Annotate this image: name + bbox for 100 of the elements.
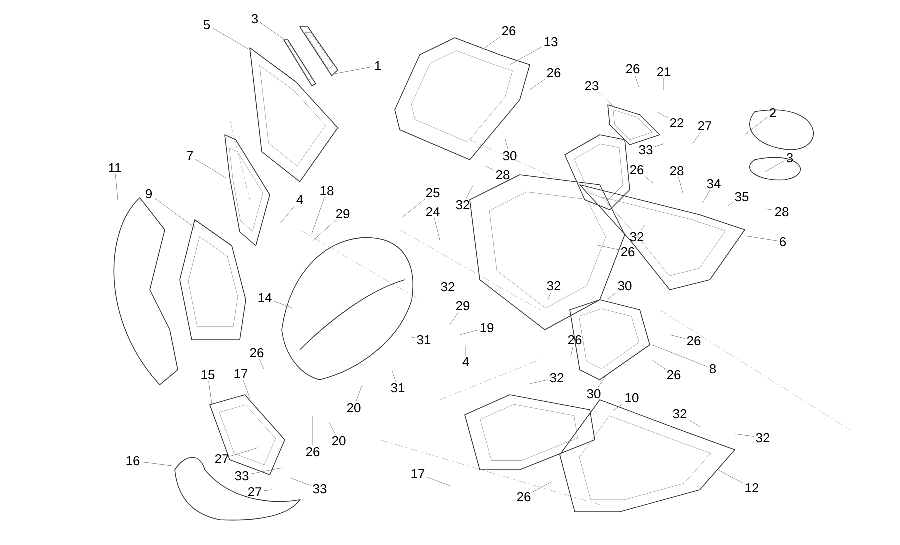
leader-line [402,199,426,218]
callout-number: 33 [313,484,327,494]
callout-number: 2 [770,108,776,118]
leader-line [532,482,552,492]
callout-number: 30 [503,151,517,161]
leader-line [652,360,666,370]
leader-line [392,370,396,382]
callout-number: 33 [639,145,653,155]
leader-line [654,144,664,148]
leader-line [290,478,312,486]
leader-line [450,312,459,326]
callout-number: 32 [550,373,564,383]
leader-line [688,420,700,428]
callout-number: 20 [332,436,346,446]
leader-line [434,218,440,240]
callout-number: 32 [456,200,470,210]
callout-number: 29 [336,209,350,219]
callout-number: 9 [146,189,152,199]
callout-number: 10 [626,393,639,403]
leader-line [154,198,196,228]
callout-number: 22 [670,118,684,128]
callout-number: 26 [667,370,681,380]
callout-number: 23 [585,81,599,91]
callout-number: 32 [547,281,561,291]
leader-line [570,346,574,356]
leader-line [212,28,250,50]
callout-number: 8 [710,364,716,374]
callout-number: 20 [347,403,361,413]
leader-line [702,190,711,204]
leader-line [744,116,768,136]
callout-number: 26 [626,64,640,74]
callout-number: 29 [456,301,470,311]
leader-line [692,132,702,144]
leader-line [504,138,508,150]
callout-number: 6 [780,237,786,247]
callout-number: 34 [707,179,721,189]
leader-line [312,416,314,446]
leader-line [230,448,258,457]
leader-line [312,197,326,234]
leader-line [510,46,542,66]
callout-number: 26 [517,492,531,502]
callout-number: 16 [126,456,140,466]
callout-number: 32 [756,433,770,443]
leader-line [764,160,785,172]
leader-line [264,490,272,492]
callout-number: 1 [375,62,381,70]
callout-number: 21 [657,67,671,77]
callout-number: 26 [621,247,635,257]
leader-line [312,220,336,242]
callout-number: 27 [215,454,229,464]
callout-number: 28 [775,207,789,217]
leader-line [274,301,292,308]
callout-number: 17 [412,470,425,478]
callout-number: 12 [746,483,759,493]
leader-line [670,334,686,339]
callout-number: 32 [441,282,455,292]
callout-number: 4 [296,196,304,204]
leader-line [640,224,646,231]
callout-number: 31 [391,383,405,393]
leader-line [598,376,606,388]
callout-number: 25 [426,188,440,198]
callout-number: 19 [480,323,494,333]
callout-number: 26 [630,165,644,175]
leader-line [356,386,362,402]
callout-number: 31 [417,335,431,345]
leader-line [718,470,744,484]
leader-line [250,468,282,474]
leader-line [634,75,640,88]
leader-line [482,37,500,50]
callout-number: 13 [544,37,558,47]
callout-number: 18 [320,186,334,196]
leader-line [195,159,226,178]
callout-number: 28 [670,166,684,176]
callout-number: 26 [250,348,264,358]
callout-number: 3 [252,14,258,24]
callout-number: 33 [235,471,249,481]
callout-number: 4 [462,358,470,366]
leader-line [598,92,616,108]
leader-line [328,422,336,435]
leader-line [734,434,754,437]
callout-number: 32 [630,232,644,242]
callout-number: 26 [547,68,561,78]
leader-line [243,380,250,398]
leader-line [612,404,624,412]
leader-line [466,186,474,199]
callout-number: 30 [587,389,601,399]
callout-number: 30 [618,281,632,291]
callout-number: 24 [426,207,440,217]
callout-number: 14 [258,294,272,302]
leader-line [410,336,416,338]
leader-line [644,176,654,184]
leader-line [334,66,373,74]
leader-line [208,380,212,404]
callout-number: 26 [306,447,320,457]
leader-line [260,22,286,40]
leader-line [454,274,460,281]
callout-number: 11 [109,164,122,172]
leader-line [280,206,296,224]
callout-number: 35 [735,192,749,202]
callout-number: 15 [202,370,215,380]
